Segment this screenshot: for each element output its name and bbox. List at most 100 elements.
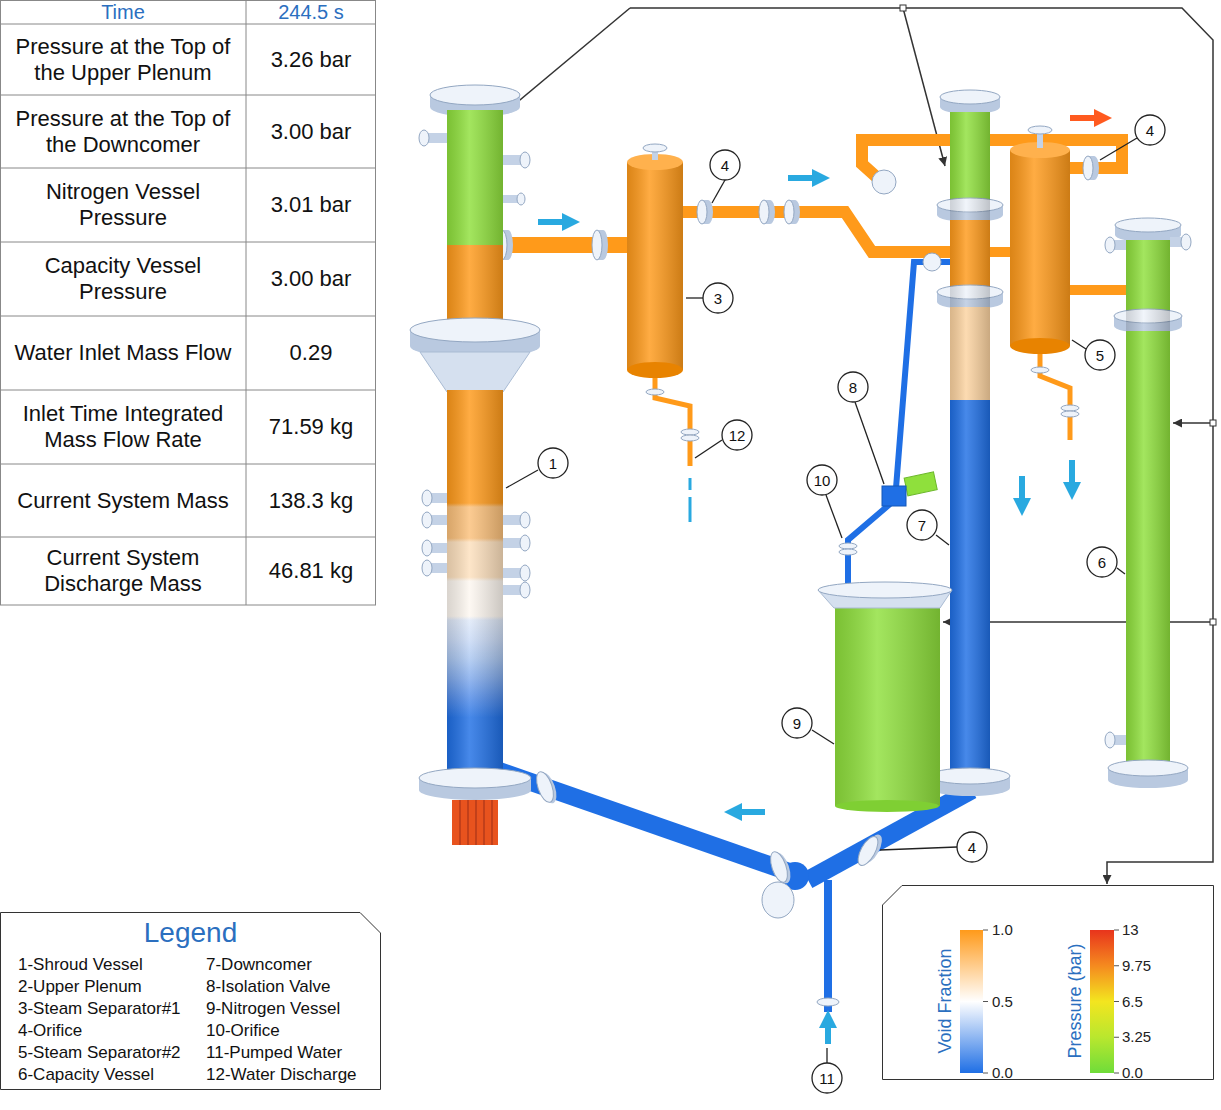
table-cell: Capacity Vessel Pressure	[0, 242, 246, 316]
scale-tick-label: 0.5	[992, 993, 1013, 1011]
callout-circle	[826, 1048, 827, 1063]
scale-tick-label: 0.0	[992, 1064, 1013, 1082]
callout-number: 1	[538, 448, 568, 478]
table-grid	[0, 537, 376, 538]
table-header-cell: Time	[0, 0, 246, 24]
table-grid	[0, 390, 376, 391]
callout-number: 12	[722, 420, 752, 450]
callout-number: 8	[838, 372, 868, 402]
blue-pipe	[762, 882, 794, 918]
callout-number: 4	[957, 832, 987, 862]
steam-separator	[1010, 150, 1070, 346]
shroud-vessel	[430, 85, 520, 105]
legend-entry: 4-Orifice	[18, 1021, 82, 1041]
nitrogen-line	[839, 253, 952, 584]
steam-separator	[627, 362, 683, 378]
table-header-cell: 244.5 s	[246, 0, 376, 24]
blue-pipe	[854, 834, 882, 869]
callout-number: 4	[1135, 115, 1165, 145]
pressure-leader-line	[900, 5, 906, 11]
steam-separator	[1010, 150, 1070, 346]
table-cell: Water Inlet Mass Flow	[0, 316, 246, 390]
pipe-flange	[1061, 405, 1079, 411]
pipe-flange	[784, 200, 794, 224]
nitrogen-vessel	[818, 582, 952, 812]
table-grid	[246, 0, 247, 605]
pressure-leader-line	[1173, 422, 1213, 424]
shroud-vessel	[517, 193, 525, 205]
callout-circle	[880, 847, 957, 850]
legend-entry: 12-Water Discharge	[206, 1065, 357, 1085]
legend-title: Legend	[0, 916, 381, 950]
legend-entry: 3-Steam Separator#1	[18, 999, 181, 1019]
color-scale-panel: Void FractionPressure (bar)	[882, 885, 1214, 1080]
shroud-vessel	[447, 390, 503, 780]
blue-pipe	[533, 770, 557, 805]
callout-circle	[812, 730, 834, 744]
callout-circle	[1117, 568, 1125, 574]
callout-number: 9	[782, 708, 812, 738]
table-cell: Current System Mass	[0, 464, 246, 537]
table-cell: 3.01 bar	[246, 168, 376, 242]
shroud-vessel	[452, 800, 498, 845]
upper-plenum-downcomer	[950, 112, 990, 776]
callout-circle	[812, 1063, 842, 1093]
shroud-vessel	[419, 130, 429, 146]
shroud-vessel	[422, 512, 432, 528]
pipe-flange	[1061, 411, 1079, 417]
callout-number: 6	[1087, 547, 1117, 577]
nitrogen-line	[839, 543, 857, 549]
steam-separator	[627, 162, 683, 370]
callout-number: 5	[1085, 340, 1115, 370]
table-cell: 0.29	[246, 316, 376, 390]
orange-pipe	[988, 247, 1012, 257]
upper-plenum-downcomer	[930, 90, 1010, 796]
flow-arrow	[538, 219, 562, 225]
pressure-leader-line	[1210, 619, 1216, 625]
scale-title: Pressure (bar)	[1063, 943, 1085, 1058]
callout-number: 11	[812, 1063, 842, 1093]
callout-number: 3	[703, 283, 733, 313]
table-grid	[0, 464, 376, 465]
shroud-vessel	[520, 152, 530, 168]
scale-tick-label: 13	[1122, 921, 1139, 939]
legend-entry: 11-Pumped Water	[206, 1043, 342, 1063]
discharge-stream	[689, 478, 692, 522]
legend-box: Legend1-Shroud Vessel2-Upper Plenum3-Ste…	[0, 912, 381, 1090]
table-cell: 3.26 bar	[246, 24, 376, 95]
table-cell: Pressure at the Top of the Upper Plenum	[0, 24, 246, 95]
callout-circle	[1085, 340, 1115, 370]
callout-circle	[695, 440, 722, 458]
table-cell: Current System Discharge Mass	[0, 537, 246, 605]
table-cell: 138.3 kg	[246, 464, 376, 537]
scale-tick-label: 9.75	[1122, 957, 1151, 975]
table-cell: Inlet Time Integrated Mass Flow Rate	[0, 390, 246, 464]
scale-tick-label: 3.25	[1122, 1028, 1151, 1046]
legend-entry: 10-Orifice	[206, 1021, 280, 1041]
flow-arrow	[1019, 476, 1025, 498]
pipe-flange	[646, 389, 664, 395]
steam-separator	[1010, 126, 1070, 354]
shroud-vessel	[410, 318, 540, 342]
capacity-vessel	[1108, 760, 1188, 776]
legend-entry: 1-Shroud Vessel	[18, 955, 143, 975]
nitrogen-line	[882, 486, 906, 506]
scale-tick-label: 0.0	[1122, 1064, 1143, 1082]
table-grid	[0, 0, 376, 605]
table-grid	[0, 24, 376, 25]
callout-circle	[936, 535, 949, 545]
nitrogen-line	[923, 253, 941, 271]
callout-circle	[838, 372, 868, 402]
table-cell: 71.59 kg	[246, 390, 376, 464]
callout-circle	[712, 180, 725, 203]
shroud-vessel	[419, 768, 531, 788]
pipe-flange	[592, 230, 602, 260]
callout-circle	[807, 465, 837, 495]
table-cell: Nitrogen Vessel Pressure	[0, 168, 246, 242]
pipe-flange	[681, 429, 699, 435]
capacity-vessel	[1105, 218, 1191, 788]
capacity-vessel	[1105, 732, 1115, 748]
table-cell: 3.00 bar	[246, 242, 376, 316]
blue-pipe	[817, 998, 839, 1006]
shroud-vessel	[422, 560, 432, 576]
